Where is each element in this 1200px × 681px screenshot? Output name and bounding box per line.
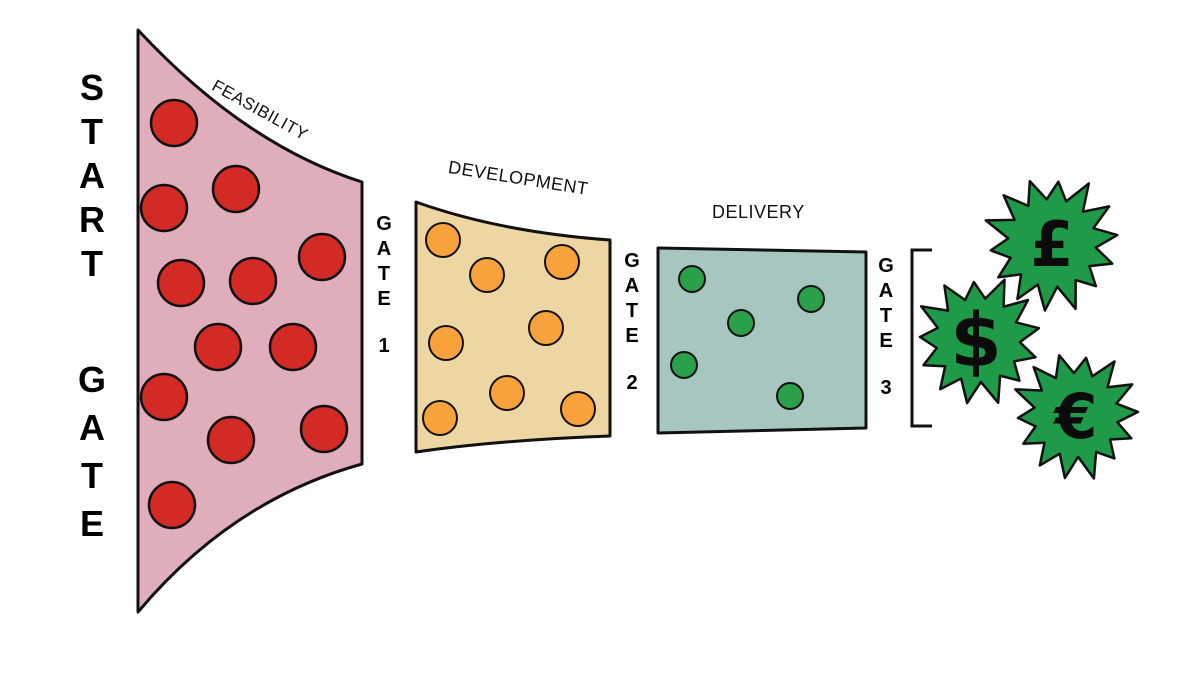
gate-2-label: G A T E 2 <box>620 249 644 396</box>
gate-1-letter: A <box>376 238 392 260</box>
delivery-dot <box>797 285 825 313</box>
gate-letter: T <box>81 455 103 496</box>
euro-symbol: € <box>1052 380 1097 453</box>
development-dot <box>528 310 564 346</box>
start-letter: S <box>79 67 104 108</box>
start-letter: T <box>81 111 103 152</box>
delivery-label: DELIVERY <box>712 202 805 222</box>
gate-2-number: 2 <box>626 372 638 394</box>
development-dot <box>428 325 464 361</box>
gate-2-letter: A <box>624 275 640 297</box>
dollar-symbol: $ <box>950 298 1002 384</box>
development-dot <box>425 222 461 258</box>
feasibility-dot <box>156 258 206 308</box>
gate-word: G A T E <box>72 356 112 548</box>
gate-1-letter: T <box>377 263 391 285</box>
development-dot <box>422 400 458 436</box>
start-letter: R <box>79 199 105 240</box>
gate-letter: G <box>77 359 106 400</box>
gate-1-number: 1 <box>378 335 390 357</box>
feasibility-dot <box>299 404 349 454</box>
feasibility-dot <box>228 256 278 306</box>
euro-burst: € <box>1013 354 1140 480</box>
pound-burst: £ <box>984 179 1119 312</box>
feasibility-dot <box>297 232 347 282</box>
gate3-bracket <box>910 248 932 428</box>
gate-3-letter: E <box>879 330 893 352</box>
delivery-dot <box>670 351 698 379</box>
feasibility-dot <box>268 322 318 372</box>
feasibility-dot <box>149 98 199 148</box>
delivery-dots <box>670 265 825 410</box>
gate-1-letter: G <box>376 213 392 235</box>
pound-symbol: £ <box>1030 208 1073 281</box>
development-dot <box>560 391 596 427</box>
gate-letter: E <box>79 503 104 544</box>
gate-letter: A <box>79 407 105 448</box>
start-letter: A <box>79 155 105 196</box>
gate-3-letter: G <box>878 255 894 277</box>
delivery-dot <box>678 265 706 293</box>
dollar-burst: $ <box>918 278 1041 405</box>
gate-2-letter: E <box>625 325 639 347</box>
gate-3-number: 3 <box>880 377 892 399</box>
feasibility-dots <box>139 98 349 530</box>
gate-3-letter: A <box>878 280 894 302</box>
start-word: S T A R T <box>72 66 112 286</box>
feasibility-dot <box>211 164 261 214</box>
gate-1-label: G A T E 1 <box>372 212 396 359</box>
gate-1-letter: E <box>377 288 391 310</box>
delivery-dot <box>776 382 804 410</box>
feasibility-dot <box>193 322 243 372</box>
feasibility-dot <box>147 480 197 530</box>
development-dot <box>544 244 580 280</box>
start-letter: T <box>81 243 103 284</box>
dollar-burst-shape <box>918 278 1041 405</box>
currency-bursts: £ $ € <box>918 179 1140 480</box>
feasibility-dot <box>139 183 189 233</box>
feasibility-funnel <box>136 28 364 614</box>
gate-2-letter: G <box>624 250 640 272</box>
gate-2-letter: T <box>625 300 639 322</box>
gate-3-letter: T <box>879 305 893 327</box>
development-dots <box>422 222 596 436</box>
euro-burst-shape <box>1013 354 1140 480</box>
development-dot <box>489 375 525 411</box>
pound-burst-shape <box>984 179 1119 312</box>
development-dot <box>469 257 505 293</box>
delivery-dot <box>727 309 755 337</box>
gate-3-label: G A T E 3 <box>874 254 898 401</box>
feasibility-dot <box>139 372 189 422</box>
feasibility-dot <box>206 415 256 465</box>
